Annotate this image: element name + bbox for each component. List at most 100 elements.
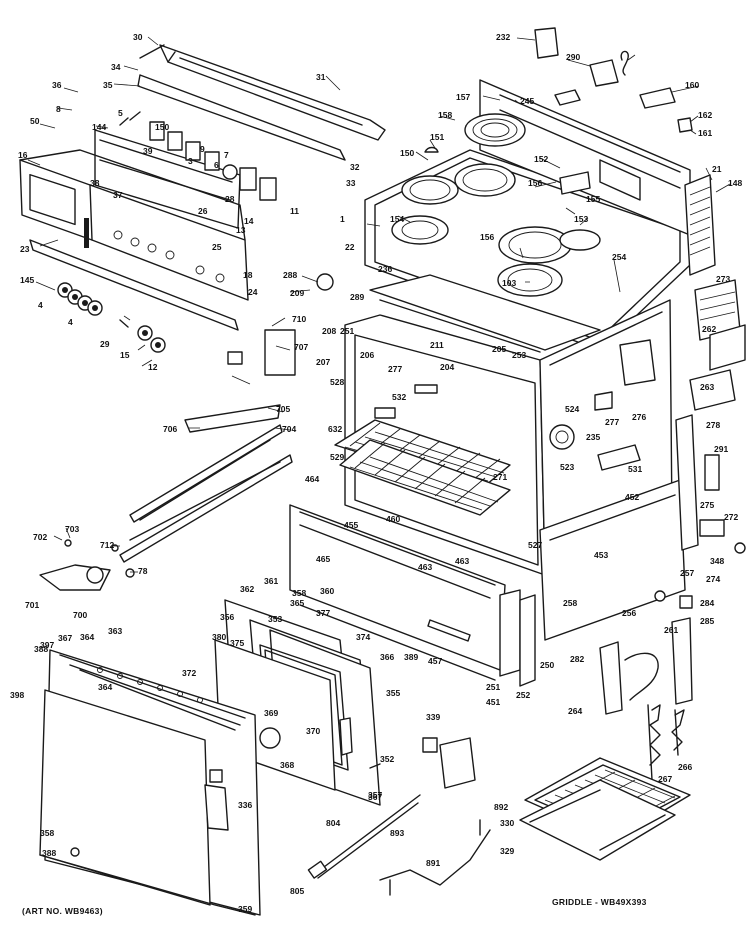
label-805: 805 xyxy=(290,886,304,896)
label-150: 150 xyxy=(155,122,169,132)
label-330: 330 xyxy=(500,818,514,828)
label-397: 397 xyxy=(40,640,54,650)
label-705: 705 xyxy=(276,404,290,414)
label-156: 156 xyxy=(528,178,542,188)
label-155: 155 xyxy=(586,194,600,204)
label-256: 256 xyxy=(622,608,636,618)
label-398: 398 xyxy=(10,690,24,700)
control-panel-38 xyxy=(19,149,249,331)
label-7: 7 xyxy=(224,150,229,160)
label-257: 257 xyxy=(680,568,694,578)
label-6: 6 xyxy=(214,160,219,170)
label-369: 369 xyxy=(264,708,278,718)
label-284: 284 xyxy=(700,598,714,608)
label-353: 353 xyxy=(268,614,282,624)
label-463b: 463 xyxy=(455,556,469,566)
label-38: 38 xyxy=(90,178,100,188)
label-358: 358 xyxy=(292,588,306,598)
label-205: 205 xyxy=(492,344,506,354)
label-26: 26 xyxy=(198,206,208,216)
oven-door-assembly xyxy=(214,599,381,806)
label-358b: 358 xyxy=(40,828,54,838)
label-357: 357 xyxy=(368,790,382,800)
label-160: 160 xyxy=(685,80,699,90)
label-148: 148 xyxy=(728,178,742,188)
label-28: 28 xyxy=(225,194,235,204)
label-232: 232 xyxy=(496,32,510,42)
label-289: 289 xyxy=(350,292,364,302)
rods-704-706 xyxy=(119,273,334,563)
label-389: 389 xyxy=(404,652,418,662)
label-204: 204 xyxy=(440,362,454,372)
oven-body xyxy=(334,274,673,576)
label-364b: 364 xyxy=(98,682,112,692)
label-276: 276 xyxy=(632,412,646,422)
outer-door-358 xyxy=(39,649,261,916)
label-264: 264 xyxy=(568,706,582,716)
griddle xyxy=(519,757,691,861)
label-253: 253 xyxy=(512,350,526,360)
label-250: 250 xyxy=(540,660,554,670)
label-712: 712 xyxy=(100,540,114,550)
label-78: 78 xyxy=(138,566,148,576)
lower-center-parts xyxy=(307,737,491,896)
label-457: 457 xyxy=(428,656,442,666)
label-455: 455 xyxy=(344,520,358,530)
label-532: 532 xyxy=(392,392,406,402)
label-4b: 4 xyxy=(68,317,73,327)
label-236: 236 xyxy=(378,264,392,274)
label-703: 703 xyxy=(65,524,79,534)
label-262: 262 xyxy=(702,324,716,334)
label-208: 208 xyxy=(322,326,336,336)
label-275: 275 xyxy=(700,500,714,510)
label-272: 272 xyxy=(724,512,738,522)
label-282: 282 xyxy=(570,654,584,664)
label-388: 388 xyxy=(34,644,48,654)
label-12: 12 xyxy=(148,362,158,372)
label-700: 700 xyxy=(73,610,87,620)
label-24: 24 xyxy=(248,287,258,297)
label-361: 361 xyxy=(264,576,278,586)
label-3: 3 xyxy=(188,156,193,166)
label-359: 359 xyxy=(238,904,252,914)
label-145: 145 xyxy=(20,275,34,285)
label-50: 50 xyxy=(30,116,40,126)
label-524: 524 xyxy=(565,404,579,414)
art-number-caption: (ART NO. WB9463) xyxy=(22,906,103,916)
drawer-457 xyxy=(289,504,536,687)
label-21: 21 xyxy=(712,164,722,174)
label-277b: 277 xyxy=(605,417,619,427)
parts-700-701 xyxy=(39,539,135,591)
label-157: 157 xyxy=(456,92,470,102)
label-207: 207 xyxy=(316,357,330,367)
label-701: 701 xyxy=(25,600,39,610)
label-377: 377 xyxy=(316,608,330,618)
label-529: 529 xyxy=(330,452,344,462)
label-18: 18 xyxy=(243,270,253,280)
label-291: 291 xyxy=(714,444,728,454)
label-37: 37 xyxy=(113,190,123,200)
label-158: 158 xyxy=(438,110,452,120)
label-329: 329 xyxy=(500,846,514,856)
backguard-21 xyxy=(464,79,716,276)
label-375: 375 xyxy=(230,638,244,648)
label-25: 25 xyxy=(212,242,222,252)
label-152: 152 xyxy=(534,154,548,164)
label-31: 31 xyxy=(316,72,326,82)
label-704: 704 xyxy=(282,424,296,434)
leader-lines xyxy=(27,36,731,573)
label-451: 451 xyxy=(486,697,500,707)
label-13: 13 xyxy=(236,225,246,235)
label-266: 266 xyxy=(678,762,692,772)
label-11: 11 xyxy=(290,206,299,216)
label-288: 288 xyxy=(283,270,297,280)
label-15: 15 xyxy=(120,350,130,360)
label-290: 290 xyxy=(566,52,580,62)
label-388b: 388 xyxy=(42,848,56,858)
label-271: 271 xyxy=(493,472,507,482)
label-367b: 367 xyxy=(368,792,382,802)
label-235: 235 xyxy=(586,432,600,442)
label-363: 363 xyxy=(108,626,122,636)
label-702: 702 xyxy=(33,532,47,542)
